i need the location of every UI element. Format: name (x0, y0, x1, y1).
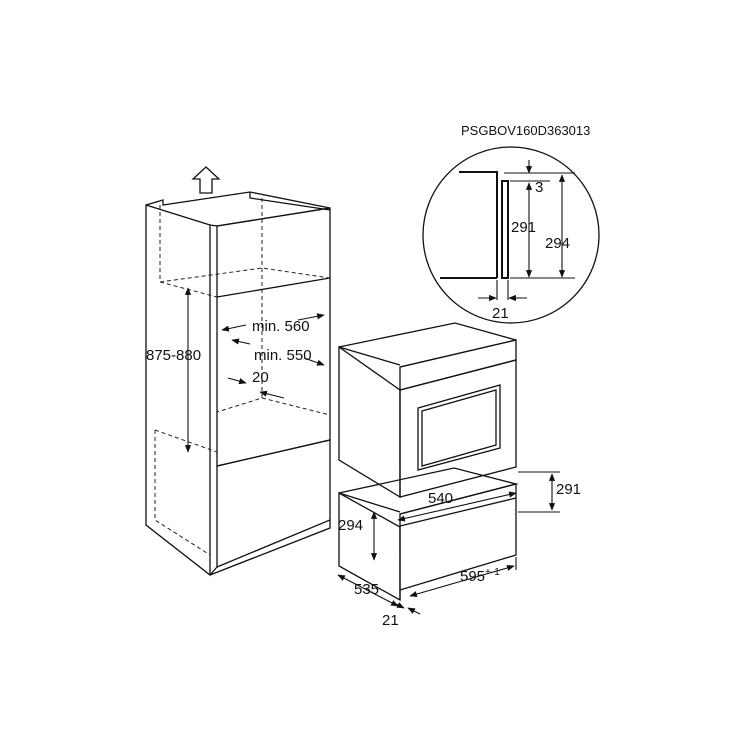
oven-window-inner (421, 389, 497, 467)
drawer-depth-label: 535 (354, 581, 379, 598)
clearance-label: 20 (252, 369, 269, 386)
oven-left-side (338, 345, 401, 499)
cabinet-front-upper (216, 207, 331, 298)
detail-front-panel (501, 180, 509, 279)
cabinet-lower-front (216, 439, 331, 568)
drawer-front-height-label: 291 (556, 481, 581, 498)
up-arrow-icon (191, 166, 221, 194)
cabinet-left-side (145, 204, 211, 577)
detail-gap-label: 3 (535, 179, 543, 196)
drawing-code: PSGBOV160D363013 (461, 123, 590, 138)
detail-outer-height-label: 294 (545, 235, 570, 252)
drawer-front-width-tolerance: +-1 (485, 567, 500, 578)
drawer-width-arrow (397, 491, 517, 522)
min-depth-arrow-right (303, 357, 325, 366)
min-depth-arrow (231, 338, 251, 345)
cabinet-niche-frame (216, 278, 331, 467)
cabinet-top-panel (145, 191, 331, 227)
min-width-arrow-right (297, 313, 325, 321)
oven-unit (338, 322, 517, 499)
height-range-label: 875-880 (146, 347, 201, 364)
drawer-front-width-value: 595 (460, 568, 485, 585)
detail-depth-label: 21 (492, 305, 509, 322)
tall-cabinet: 875-880 min. 560 min. 550 20 (145, 191, 331, 577)
drawer-height-label: 294 (338, 517, 363, 534)
detail-circle (422, 146, 600, 324)
drawer-front-width-label: 595+-1 (460, 567, 500, 585)
detail-inner-height-label: 291 (511, 219, 536, 236)
min-width-label: min. 560 (252, 318, 310, 335)
oven-window (417, 384, 501, 471)
detail-view: 3 291 294 21 (422, 146, 600, 324)
drawer-thickness-label: 21 (382, 612, 399, 629)
drawer-width-label: 540 (428, 490, 453, 507)
drawer-depth-arrow (337, 574, 399, 607)
drawer-handle (399, 497, 517, 527)
detail-top-profile (459, 171, 498, 278)
drawer-front-width-arrow (409, 564, 515, 598)
oven-door (399, 359, 517, 498)
min-width-arrow (221, 324, 247, 332)
warming-drawer: 291 540 294 535 595+-1 21 (337, 467, 581, 629)
min-depth-label: min. 550 (254, 347, 312, 364)
